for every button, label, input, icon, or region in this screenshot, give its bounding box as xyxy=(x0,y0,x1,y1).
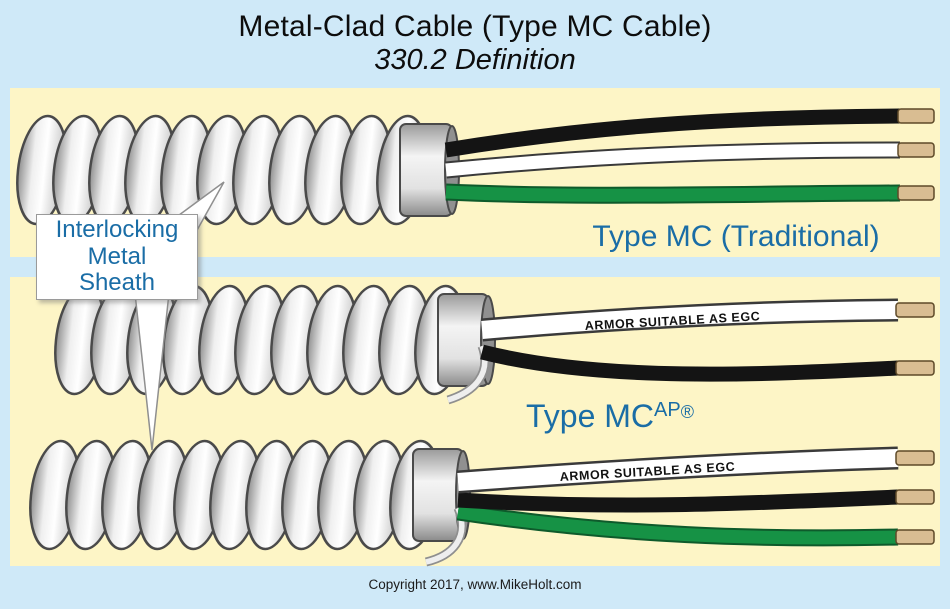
label-mcap-base: Type MC xyxy=(526,398,655,434)
hot-wire xyxy=(480,344,899,382)
cable-traditional xyxy=(11,108,935,226)
callout-line: Interlocking xyxy=(55,216,179,244)
conductor-tip xyxy=(895,529,935,545)
conductor-tip xyxy=(897,142,935,158)
registered-mark: ® xyxy=(680,402,694,422)
conductor-tip xyxy=(897,108,935,124)
label-type-mc-ap: Type MCAP® xyxy=(490,398,730,435)
cable-mcap-2: ARMOR SUITABLE AS EGC xyxy=(24,439,935,567)
diagram-subtitle: 330.2 Definition xyxy=(374,44,576,76)
diagram-title: Metal-Clad Cable (Type MC Cable) xyxy=(238,10,712,43)
label-type-mc-traditional: Type MC (Traditional) xyxy=(592,220,880,253)
interlocked-sheath xyxy=(24,439,446,551)
interlocked-sheath xyxy=(49,284,471,396)
conductor-tip xyxy=(895,489,935,505)
hot-wire xyxy=(457,489,899,513)
callout-line: Metal xyxy=(87,242,147,270)
copyright-text: Copyright 2017, www.MikeHolt.com xyxy=(368,577,582,592)
callout-line: Sheath xyxy=(78,269,156,297)
conductor-tip xyxy=(895,450,935,466)
interlocked-sheath xyxy=(11,114,433,226)
label-mcap-superscript: AP xyxy=(654,399,681,421)
conductor-tip xyxy=(897,185,935,201)
hot-wire xyxy=(444,108,901,158)
conductor-tip xyxy=(895,302,935,318)
conductor-tip xyxy=(895,360,935,376)
cable-mcap-1: ARMOR SUITABLE AS EGC xyxy=(49,284,935,405)
callout-interlocking-sheath: Interlocking Metal Sheath xyxy=(36,214,198,300)
